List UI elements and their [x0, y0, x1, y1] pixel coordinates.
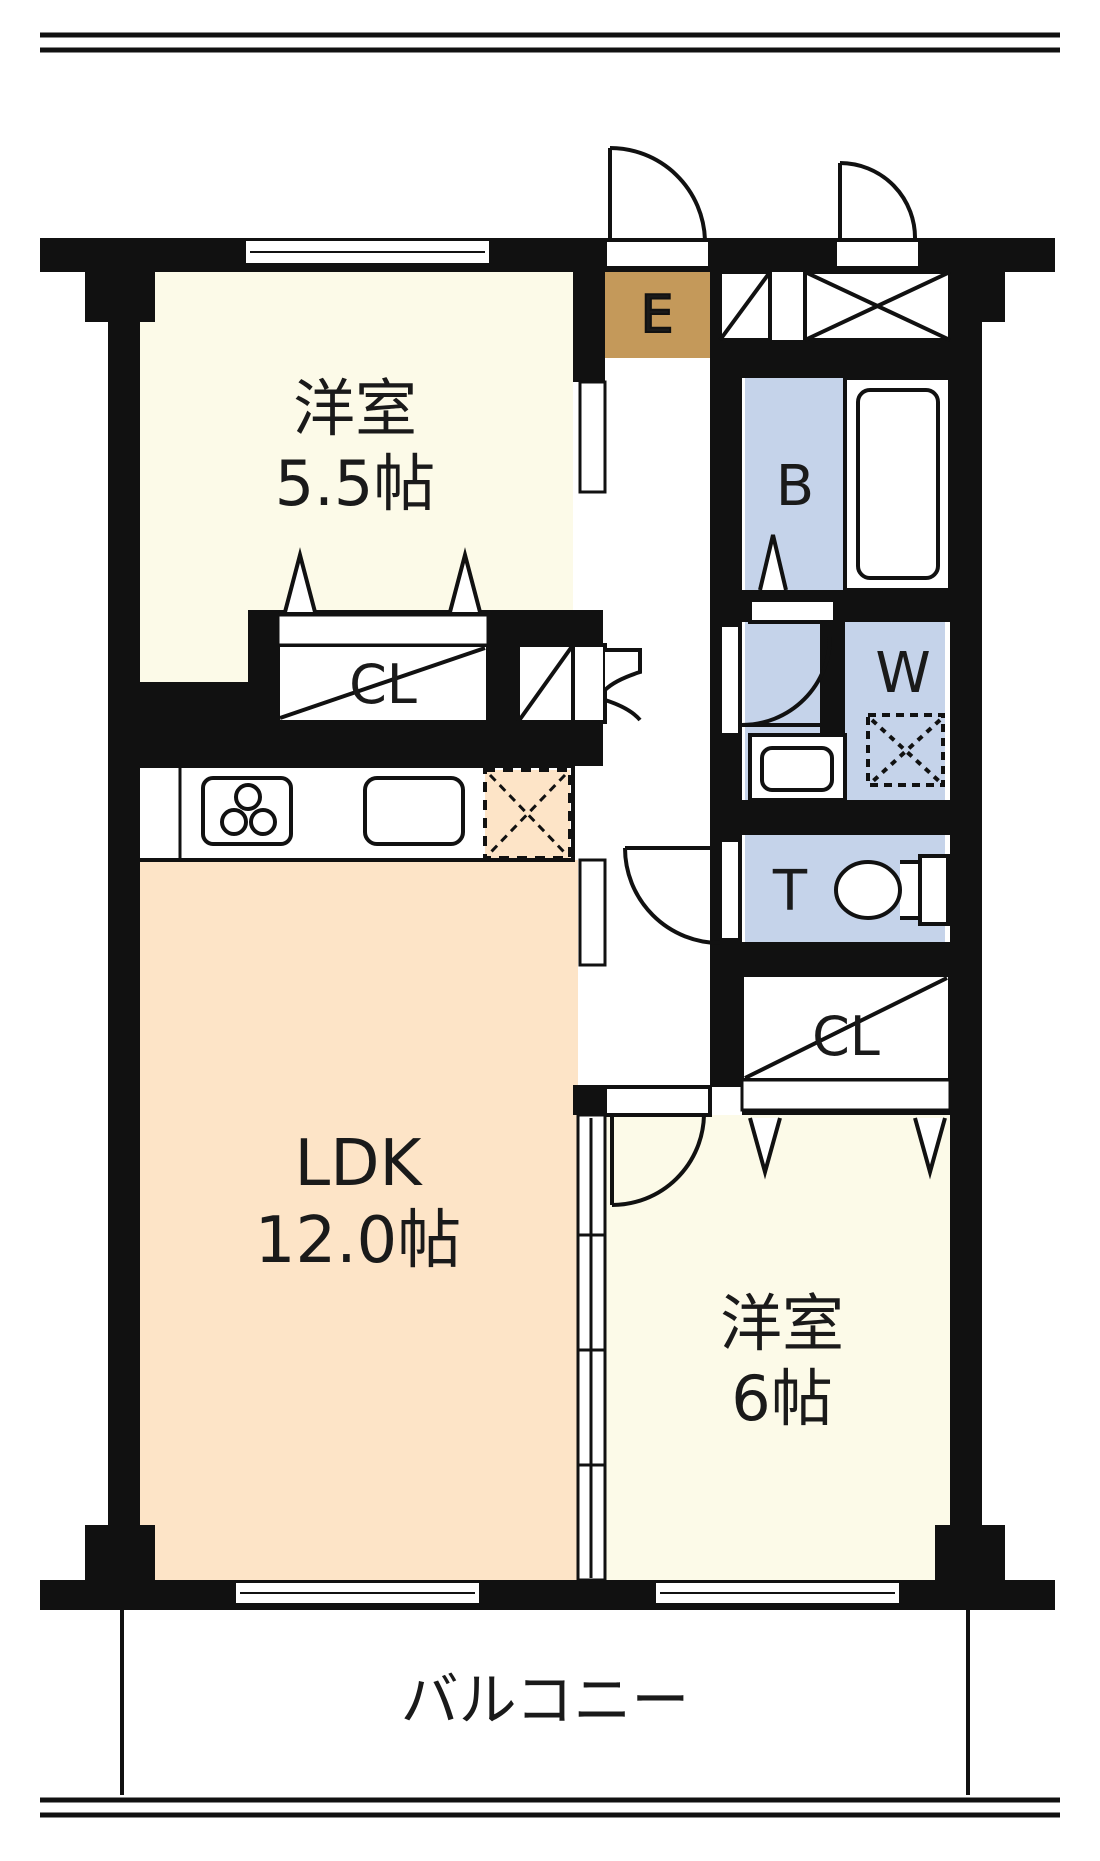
toilet-icon	[834, 854, 950, 926]
western-room-2-floor	[605, 1115, 950, 1580]
corridor-door-room-1	[578, 380, 607, 967]
sliding-partition	[576, 1113, 607, 1582]
sink-icon	[363, 776, 465, 846]
western-room-2-size: 6帖	[731, 1362, 832, 1435]
western-room-2-door	[603, 1085, 712, 1207]
western-room-1-name: 洋室	[293, 372, 417, 445]
meter-box-door	[833, 161, 922, 270]
closet-1	[276, 547, 490, 724]
toilet-door	[623, 838, 742, 945]
bathtub-icon	[843, 376, 952, 592]
washroom-label: W	[875, 641, 930, 706]
bath-door	[748, 534, 837, 624]
shoe-cabinet	[718, 270, 952, 342]
bath-label: B	[776, 454, 814, 519]
windows	[234, 239, 901, 1605]
closet-2	[740, 973, 952, 1180]
ldk-name: LDK	[295, 1127, 424, 1201]
stove-icon	[201, 776, 293, 846]
washing-machine-space-icon	[866, 713, 945, 787]
balcony-label: バルコニー	[401, 1666, 690, 1734]
entrance-label: E	[641, 285, 674, 345]
top-boundary-lines	[40, 32, 1060, 53]
entrance-floor	[605, 270, 710, 358]
bottom-boundary-lines	[40, 1797, 1060, 1818]
balcony-outline	[120, 1610, 970, 1795]
western-room-1-size: 5.5帖	[275, 447, 436, 520]
washbasin-icon	[748, 733, 847, 802]
ldk-size: 12.0帖	[255, 1204, 462, 1278]
western-room-2-name: 洋室	[720, 1287, 844, 1360]
corridor-storage	[516, 643, 642, 724]
closet-2-label: CL	[812, 1005, 880, 1068]
washroom-door	[718, 623, 832, 737]
closet-1-label: CL	[349, 653, 417, 716]
entrance-door	[603, 146, 712, 270]
toilet-label: T	[772, 859, 808, 924]
ldk-floor	[138, 860, 578, 1580]
